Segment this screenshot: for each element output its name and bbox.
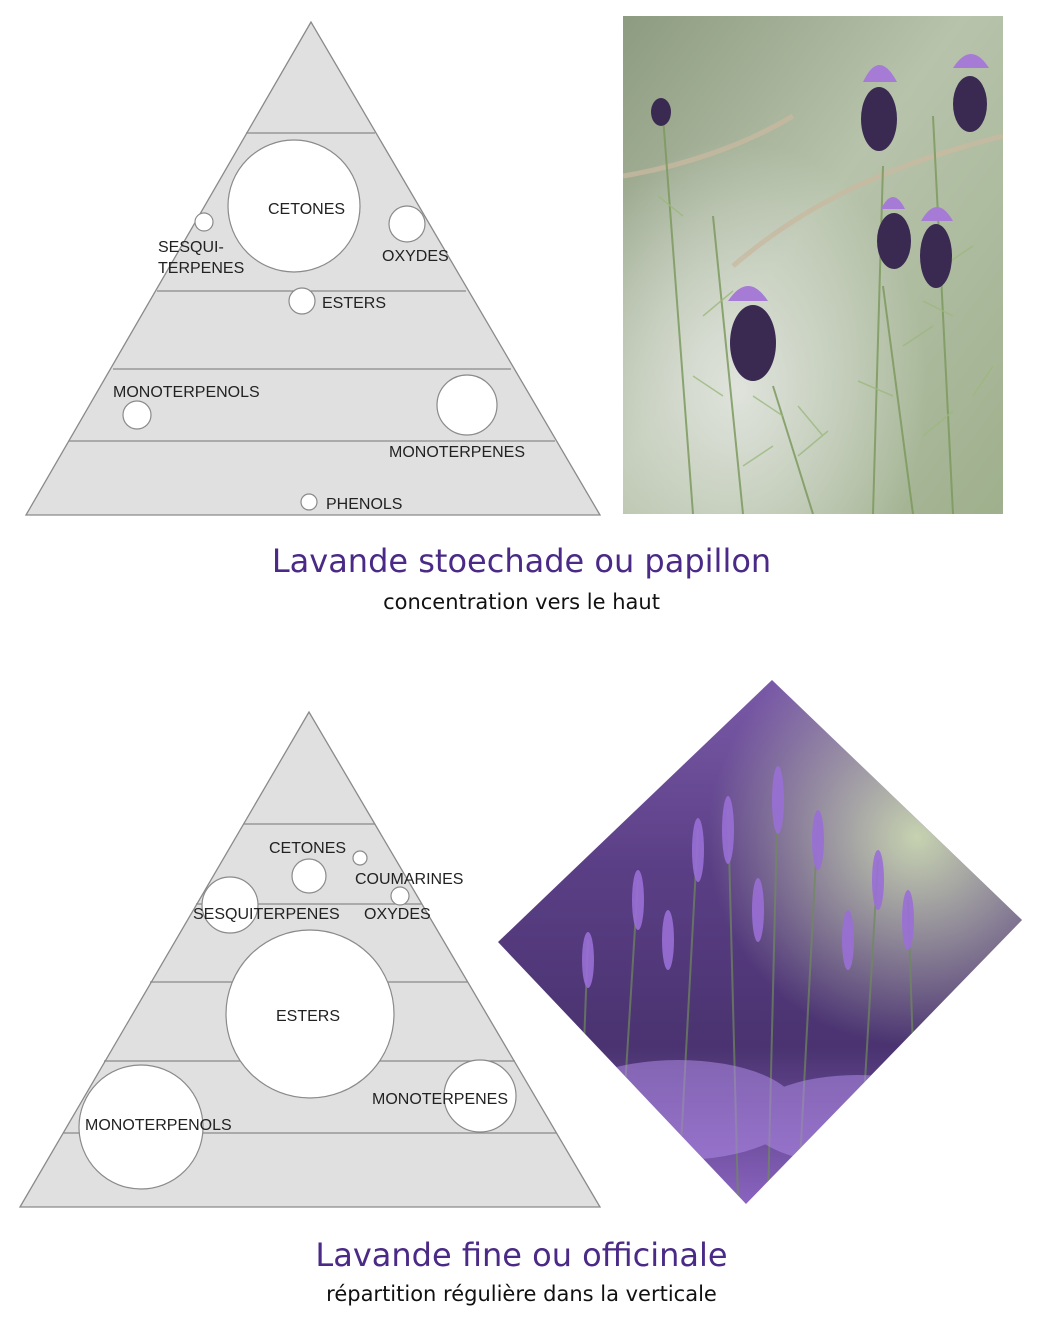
pyramid-tiers: [69, 132, 555, 442]
label-esters: ESTERS: [276, 1008, 340, 1025]
circle-oxydes: [388, 205, 426, 243]
circle-coumarines: [352, 850, 368, 866]
label-monoterpenes: MONOTERPENES: [372, 1091, 508, 1108]
label-oxydes: OXYDES: [364, 906, 431, 923]
label-monoterpenes: MONOTERPENES: [389, 444, 525, 461]
circle-esters: [288, 287, 316, 315]
subtitle-stoechade: concentration vers le haut: [383, 590, 660, 614]
circle-sesquiterpenes: [194, 212, 214, 232]
lavender-field-photo: [498, 680, 1022, 1204]
label-sesquiterpenes-2: TERPENES: [158, 260, 244, 277]
lavender-stoechas-photo: [623, 16, 1003, 514]
title-fine: Lavande fine ou officinale: [315, 1236, 728, 1274]
circle-cetones: [227, 139, 361, 273]
pyramid-diagram-stoechade: CETONES SESQUI- TERPENES OXYDES ESTERS M…: [24, 20, 602, 516]
circle-esters: [225, 929, 395, 1099]
circle-monoterpenols: [122, 400, 152, 430]
circle-oxydes: [390, 886, 410, 906]
circle-sesquiterpenes: [201, 876, 259, 934]
title-stoechade: Lavande stoechade ou papillon: [271, 542, 772, 580]
label-cetones: CETONES: [269, 840, 346, 857]
label-coumarines: COUMARINES: [355, 871, 463, 888]
label-monoterpenols: MONOTERPENOLS: [113, 384, 260, 401]
circle-cetones: [291, 858, 327, 894]
label-monoterpenols: MONOTERPENOLS: [85, 1117, 232, 1134]
label-oxydes: OXYDES: [382, 248, 449, 265]
label-phenols: PHENOLS: [326, 496, 402, 513]
pyramid-diagram-fine: CETONES COUMARINES SESQUITERPENES OXYDES…: [18, 710, 602, 1208]
circle-monoterpenes: [443, 1059, 517, 1133]
label-sesquiterpenes-1: SESQUI-: [158, 239, 224, 256]
circle-monoterpenols: [78, 1064, 204, 1190]
label-sesquiterpenes: SESQUITERPENES: [193, 906, 340, 923]
label-cetones: CETONES: [268, 201, 345, 218]
subtitle-fine: répartition régulière dans la verticale: [326, 1282, 717, 1306]
label-esters: ESTERS: [322, 295, 386, 312]
circle-phenols: [300, 493, 318, 511]
circle-monoterpenes: [436, 374, 498, 436]
